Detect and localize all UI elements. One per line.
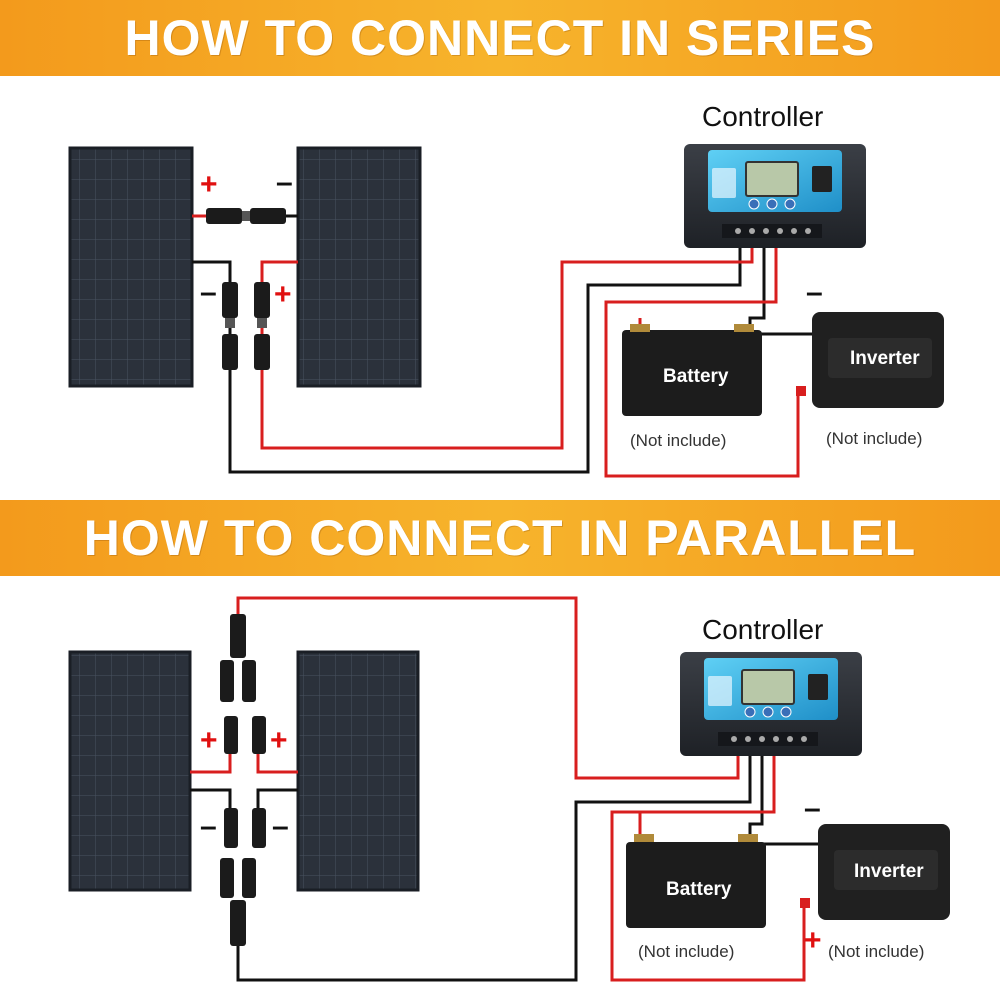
solar-panel-icon — [68, 650, 192, 892]
solar-panel-icon — [296, 146, 422, 388]
series-banner: HOW TO CONNECT IN SERIES — [0, 0, 1000, 76]
series-plus-sign: + — [274, 278, 292, 311]
solar-panel-icon — [68, 146, 194, 388]
parallel-minus-sign: – — [200, 810, 217, 843]
parallel-inverter-label: Inverter — [854, 861, 924, 882]
mc4-connector-icon — [224, 716, 266, 754]
negative-wire — [236, 746, 752, 982]
series-controller-title: Controller — [702, 101, 824, 132]
series-wiring-svg — [68, 144, 944, 478]
series-inverter-minus: – — [806, 276, 823, 309]
battery-icon — [626, 834, 766, 928]
mc4-connector-icon — [222, 282, 238, 370]
positive-wire — [236, 596, 740, 780]
parallel-inverter-plus: + — [804, 924, 822, 957]
parallel-banner: HOW TO CONNECT IN PARALLEL — [0, 500, 1000, 576]
negative-wire — [192, 240, 742, 474]
charge-controller-icon — [680, 652, 862, 756]
mc4-connector-icon — [220, 858, 256, 946]
charge-controller-icon — [684, 144, 866, 248]
series-diagram: Controller Battery Inverter (Not include… — [68, 101, 944, 478]
parallel-battery-note: (Not include) — [638, 942, 735, 961]
mc4-connector-icon — [224, 808, 266, 848]
parallel-diagram: Controller Battery Inverter (Not include… — [0, 576, 1000, 1000]
series-minus-sign: – — [276, 166, 293, 199]
solar-panel-icon — [296, 650, 420, 892]
series-inverter-note: (Not include) — [826, 429, 923, 448]
positive-wire — [260, 240, 754, 450]
series-inverter-label: Inverter — [850, 348, 920, 369]
parallel-plus-sign: + — [270, 724, 288, 757]
parallel-inverter-note: (Not include) — [828, 942, 925, 961]
series-battery-label: Battery — [663, 366, 729, 387]
parallel-minus-sign: – — [272, 810, 289, 843]
series-minus-sign: – — [200, 276, 217, 309]
parallel-wiring-svg — [68, 596, 950, 982]
parallel-banner-title: HOW TO CONNECT IN PARALLEL — [83, 510, 917, 566]
parallel-plus-sign: + — [200, 724, 218, 757]
series-banner-title: HOW TO CONNECT IN SERIES — [124, 10, 876, 66]
inverter-icon — [800, 824, 950, 920]
series-battery-note: (Not include) — [630, 431, 727, 450]
inverter-icon — [796, 312, 944, 408]
parallel-inverter-minus: – — [804, 792, 821, 825]
battery-icon — [622, 324, 762, 416]
parallel-battery-label: Battery — [666, 879, 732, 900]
parallel-controller-title: Controller — [702, 614, 824, 645]
mc4-connector-icon — [192, 208, 298, 224]
mc4-connector-icon — [220, 614, 256, 702]
series-plus-sign: + — [200, 168, 218, 201]
mc4-connector-icon — [254, 282, 270, 370]
